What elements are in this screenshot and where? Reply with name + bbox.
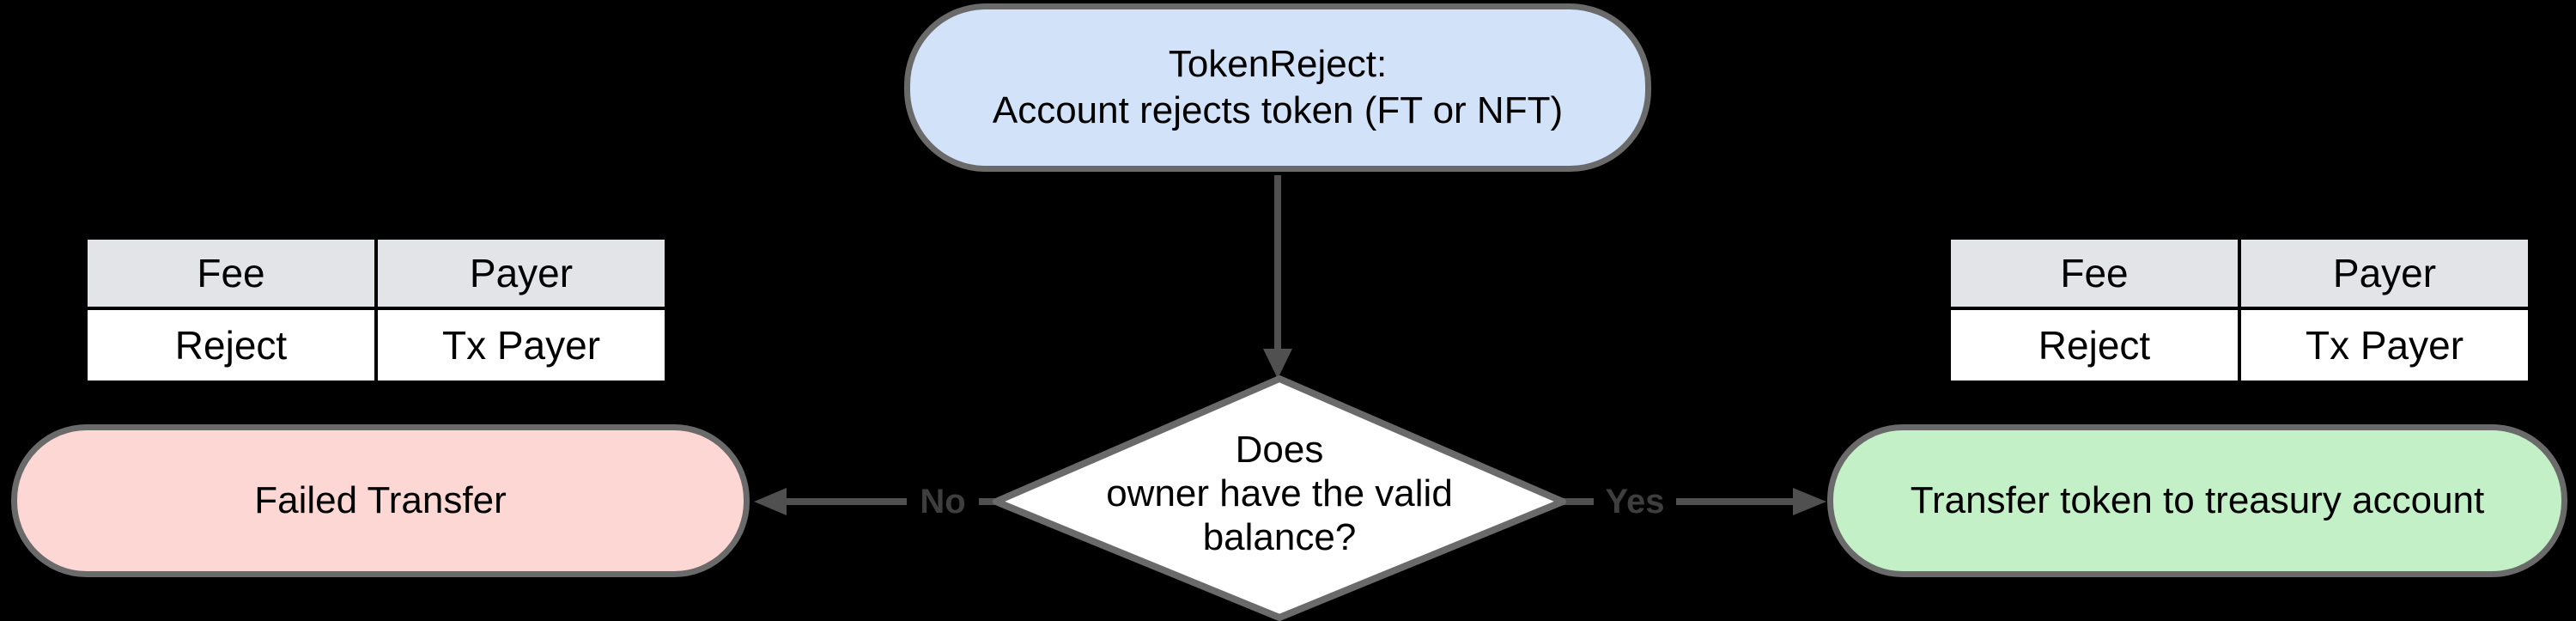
arrowhead-right-icon [1793,488,1826,515]
fee-table-left-header-payer: Payer [374,236,668,310]
fee-table-right-header-fee: Fee [1947,236,2241,310]
node-token-reject: TokenReject: Account rejects token (FT o… [904,3,1651,172]
decision-diamond-text: Does owner have the valid balance? [1022,428,1537,559]
fee-table-left-header-row: Fee Payer [84,236,668,310]
edge-label-yes: Yes [1594,481,1676,522]
node-transfer-to-treasury-label: Transfer token to treasury account [1910,479,2485,521]
fee-table-left: Fee Payer Reject Tx Payer [84,236,668,384]
fee-table-left-header-fee: Fee [84,236,378,310]
fee-table-right: Fee Payer Reject Tx Payer [1947,236,2531,384]
decision-diamond [993,375,1566,621]
decision-line1: Does [1235,429,1324,471]
fee-table-left-cell-payer: Tx Payer [374,307,668,384]
node-transfer-to-treasury: Transfer token to treasury account [1827,424,2567,577]
arrowhead-down-icon [1263,349,1292,379]
fee-table-left-data-row: Reject Tx Payer [84,307,668,384]
fee-table-right-header-payer: Payer [2238,236,2531,310]
arrowhead-left-icon [754,488,787,515]
node-token-reject-line2: Account rejects token (FT or NFT) [992,89,1564,131]
fee-table-right-cell-fee: Reject [1947,307,2241,384]
fee-table-right-data-row: Reject Tx Payer [1947,307,2531,384]
fee-table-right-header-row: Fee Payer [1947,236,2531,310]
decision-line3: balance? [1202,516,1357,558]
fee-table-left-cell-fee: Reject [84,307,378,384]
node-failed-transfer-label: Failed Transfer [254,479,507,521]
fee-table-right-cell-payer: Tx Payer [2238,307,2531,384]
node-token-reject-line1: TokenReject: [1168,43,1388,85]
edge-label-no: No [907,481,979,522]
decision-line2: owner have the valid [1106,472,1453,514]
node-failed-transfer: Failed Transfer [11,424,750,577]
